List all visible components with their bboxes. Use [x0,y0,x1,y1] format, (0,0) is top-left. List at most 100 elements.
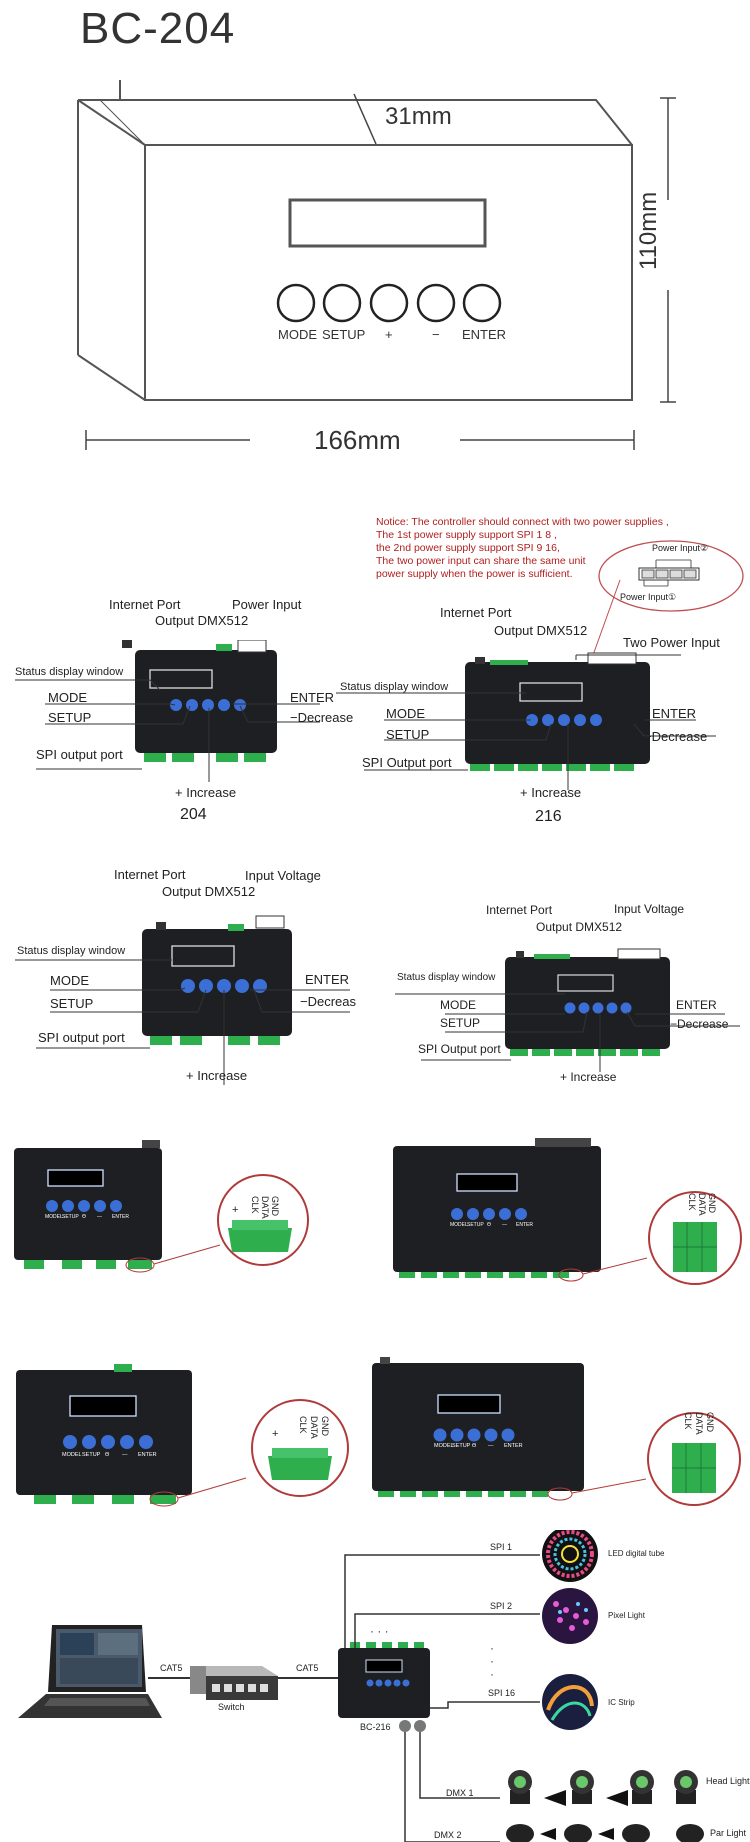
notice-line-1: Notice: The controller should connect wi… [376,516,669,528]
photo3-btn-enter: ENTER [138,1452,157,1458]
device-216-leaders [336,654,716,790]
button-label-setup: SETUP [322,327,366,342]
photo4-btn-setup: SETUP [452,1443,471,1449]
p204b-status-window: Status display window [17,945,126,957]
p216-internet-port: Internet Port [440,605,512,620]
p204-spi-output: SPI output port [36,747,123,762]
device-204b-leaders [15,959,350,1085]
p204-decrease-text: Decrease [297,710,354,725]
photo4-term-gnd: GND [705,1412,715,1432]
button-label-enter: ENTER [462,327,507,342]
photo3-btn-plus: Θ [105,1452,110,1458]
device-216b-drawing [505,948,670,1056]
notice-line-3: the 2nd power supply support SPI 9 16, [376,542,560,554]
p216-status-window: Status display window [340,681,449,693]
head-light-icons [508,1770,698,1806]
p216b-enter: ENTER [676,998,717,1012]
p204b-setup: SETUP [50,996,94,1011]
p204-internet-port: Internet Port [109,597,181,612]
p204-enter: ENTER [290,690,335,705]
photo1-term-data: DATA [260,1196,270,1219]
p204b-output-dmx: Output DMX512 [162,884,256,899]
p216b-internet-port: Internet Port [486,903,553,917]
svg-text:·: · [490,1654,494,1668]
callout-connector [591,580,621,659]
notice-line-5: power supply when the power is sufficien… [376,568,573,580]
p204-power-input: Power Input [232,597,302,612]
button-label-mode: MODE [278,327,317,342]
model-title: BC-204 [80,4,236,53]
svg-text:· · ·: · · · [370,1624,389,1638]
dimension-drawing [77,80,676,450]
p216b-decrease: −Decrease [670,1017,729,1031]
photo1-term-plus: + [232,1204,239,1216]
wiring-spi16: SPI 16 [488,1688,516,1698]
controller-icon: · · · [338,1624,430,1718]
photo4-term-clk: CLK [683,1412,693,1430]
p216b-increase: + Increase [560,1070,617,1084]
wiring-cat5-b: CAT5 [296,1663,319,1673]
photo2-btn-minus: — [502,1222,507,1228]
p204b-decrease: −Decreas [300,994,357,1009]
wiring-led-tube: LED digital tube [608,1549,665,1558]
device-photo-4 [372,1357,741,1506]
device-photo-3 [16,1364,349,1507]
p204-status-window: Status display window [15,666,124,678]
photo1-btn-minus: — [97,1214,102,1220]
height-label: 110mm [635,191,662,270]
p204b-enter: ENTER [305,972,350,987]
photo1-btn-plus: Θ [82,1214,86,1220]
par-light-icons [506,1824,704,1842]
power-input-2-label: Power Input② [652,543,709,553]
p216b-mode: MODE [440,998,476,1012]
wiring-cat5-a: CAT5 [160,1663,183,1673]
notice-line-4: The two power input can share the same u… [376,555,586,567]
photo3-term-gnd: GND [320,1416,330,1436]
photo1-btn-enter: ENTER [112,1214,129,1220]
device-204-drawing [122,640,277,762]
p204-caption: 204 [180,806,207,823]
p204-mode: MODE [48,690,87,705]
wiring-dmx2: DMX 2 [434,1830,462,1840]
photo2-btn-setup: SETUP [467,1222,484,1228]
power-input-callout [598,540,744,612]
photo3-term-plus: + [272,1428,279,1440]
p216b-setup: SETUP [440,1016,481,1030]
p216b-output-dmx: Output DMX512 [536,920,623,934]
p204-increase-text: Increase [186,785,237,800]
p204-increase: + Increase [175,785,237,800]
wiring-spi1: SPI 1 [490,1542,513,1552]
p204b-decrease-text: Decreas [307,994,357,1009]
p204-output-dmx: Output DMX512 [155,613,249,628]
photo2-btn-plus: Θ [487,1222,491,1228]
wiring-head-light: Head Light [706,1776,750,1786]
device-204b-drawing [142,915,292,1045]
p216-decrease: −Decrease [644,729,708,744]
p216-two-power-input: Two Power Input [623,635,720,650]
p204-setup: SETUP [48,710,92,725]
photo1-btn-model: MODEL [45,1214,63,1220]
button-label-minus: − [432,327,440,342]
device-photo-2 [393,1138,742,1285]
p216-caption: 216 [535,808,562,825]
laptop-icon [18,1625,162,1718]
p216b-input-voltage: Input Voltage [614,902,685,916]
p216-setup: SETUP [386,727,430,742]
photo2-term-clk: CLK [687,1193,697,1211]
photo3-term-data: DATA [309,1416,319,1439]
p204b-mode: MODE [50,973,89,988]
wiring-controller-label: BC-216 [360,1722,391,1732]
device-216-drawing [465,652,650,771]
svg-text:·: · [490,1667,494,1681]
wiring-pixel-light: Pixel Light [608,1611,645,1620]
notice-line-2: The 1st power supply support SPI 1 8 , [376,529,557,541]
photo4-btn-model: MODEL [434,1443,454,1449]
photo1-term-clk: CLK [250,1196,260,1214]
photo2-term-data: DATA [697,1193,707,1216]
wiring-spi2: SPI 2 [490,1601,513,1611]
wiring-dmx1: DMX 1 [446,1788,474,1798]
photo3-btn-setup: SETUP [82,1452,101,1458]
photo1-btn-setup: SETUP [62,1214,79,1220]
p216-decrease-text: Decrease [651,729,708,744]
wiring-diagram: · · · ··· [18,1530,704,1842]
